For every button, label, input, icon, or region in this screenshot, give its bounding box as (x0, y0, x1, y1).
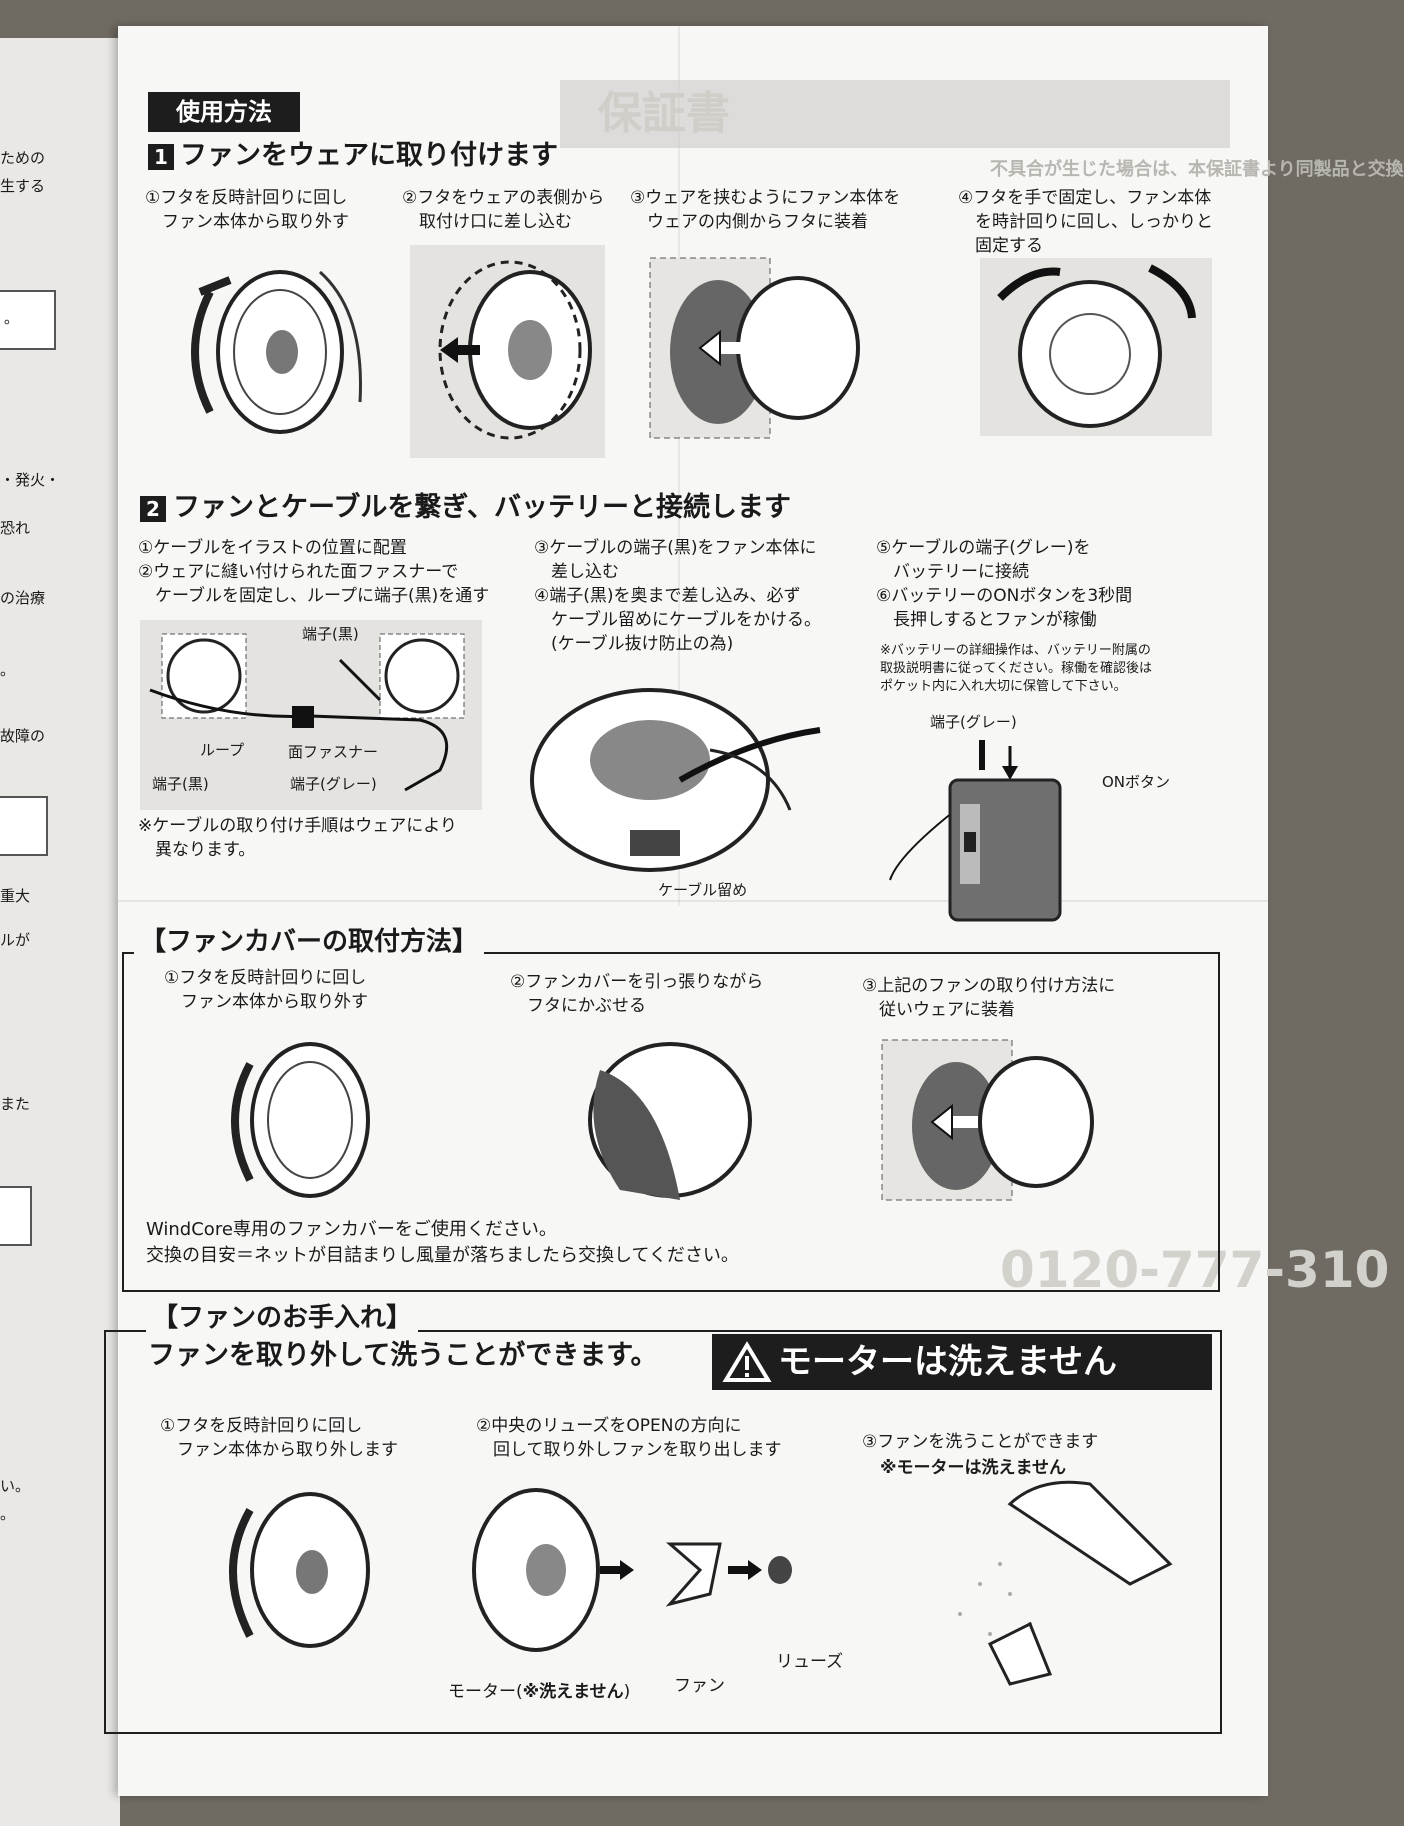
label-cable-clip: ケーブル留め (658, 881, 748, 899)
section2-title: ファンとケーブルを繋ぎ、バッテリーと接続します (173, 492, 792, 523)
left-fragment-11: また (0, 1095, 31, 1113)
fan-cover-title: 【ファンカバーの取付方法】 (134, 926, 485, 958)
fan-care-step3: ③ファンを洗うことができます (862, 1432, 1099, 1452)
illus-cover-remove-lid (231, 1042, 370, 1198)
section1-step3: ③ウェアを挟むようにファン本体を ウェアの内側からフタに装着 (630, 188, 901, 232)
left-fragment-4: ・発火・ (0, 471, 61, 489)
left-fragment-1: ための (0, 149, 46, 167)
left-fragment-3: 。 (4, 309, 20, 327)
left-fragment-8: 故障の (0, 727, 46, 745)
fan-cover-note1: WindCore専用のファンカバーをご使用ください。 (146, 1219, 557, 1240)
fan-cover-step2: ②ファンカバーを引っ張りながら フタにかぶせる (510, 972, 764, 1016)
bleed-through-phone: 0120-777-310 (1000, 1241, 1390, 1299)
fan-care-step3-note: ※モーターは洗えません (880, 1458, 1067, 1478)
section1-step2: ②フタをウェアの表側から 取付け口に差し込む (402, 188, 605, 232)
fold-line-vertical (678, 26, 680, 906)
section2-col3: ⑤ケーブルの端子(グレー)を バッテリーに接続 ⑥バッテリーのONボタンを3秒間… (876, 538, 1133, 630)
section2-col2: ③ケーブルの端子(黒)をファン本体に 差し込む ④端子(黒)を奥まで差し込み、必… (534, 538, 821, 654)
label-fan: ファン (674, 1676, 725, 1696)
fan-cover-step3: ③上記のファンの取り付け方法に 従いウェアに装着 (862, 976, 1116, 1020)
left-fragment-6: の治療 (0, 589, 46, 607)
section1-number: 1 (148, 144, 174, 170)
fan-cover-note2: 交換の目安＝ネットが目詰まりし風量が落ちましたら交換してください。 (146, 1245, 739, 1266)
bleed-through-warranty-title: 保証書 (598, 88, 730, 139)
illus-battery (889, 740, 1062, 922)
fan-care-subtitle: ファンを取り外して洗うことができます。 (148, 1340, 658, 1371)
left-fragment-2: 生する (0, 177, 46, 195)
illus-remove-lid (191, 270, 362, 434)
label-motor-close: ) (623, 1682, 631, 1702)
label-terminal-black-bottom: 端子(黒) (152, 775, 209, 793)
illus-attach-fan (649, 257, 860, 439)
fan-cover-step1: ①フタを反時計回りに回し ファン本体から取り外す (164, 968, 368, 1012)
cable-note: ※ケーブルの取り付け手順はウェアにより 異なります。 (138, 816, 457, 860)
left-box: 。 (0, 290, 56, 350)
fold-line-horizontal (118, 900, 1268, 902)
illus-insert-lid (410, 245, 605, 458)
left-fragment-5: 恐れ (0, 519, 31, 537)
illus-cover-net (588, 1042, 752, 1200)
left-fragment-12: い。 (0, 1477, 31, 1495)
section1-step1: ①フタを反時計回りに回し ファン本体から取り外す (145, 188, 349, 232)
left-fragment-13: 。 (0, 1505, 16, 1523)
illus-care-remove-lid (229, 1492, 370, 1648)
label-motor-text: モーター( (448, 1682, 523, 1702)
section1-title: ファンをウェアに取り付けます (180, 140, 558, 171)
label-terminal-black-top: 端子(黒) (302, 625, 359, 643)
left-box-2 (0, 796, 48, 856)
motor-warning-bar: モーターは洗えません (712, 1334, 1212, 1390)
bleed-through-warranty-line: 不具合が生じた場合は、本保証書より同製品と交換 (990, 159, 1404, 180)
illus-wash-fan (958, 1480, 1173, 1686)
label-velcro: 面ファスナー (288, 743, 379, 761)
label-on-button: ONボタン (1102, 773, 1171, 791)
battery-note: ※バッテリーの詳細操作は、バッテリー附属の 取扱説明書に従ってください。稼働を確… (880, 643, 1152, 694)
label-crown: リューズ (776, 1652, 844, 1672)
illus-fix-fan (980, 258, 1212, 436)
label-loop: ループ (200, 741, 245, 759)
left-box-3 (0, 1186, 32, 1246)
illus-disassembly (472, 1488, 792, 1652)
motor-warning-text: モーターは洗えません (778, 1342, 1117, 1382)
left-fragment-10: ルが (0, 931, 31, 949)
fan-care-step2: ②中央のリューズをOPENの方向に 回して取り外しファンを取り出します (476, 1416, 782, 1460)
illus-fan-cable (530, 688, 821, 872)
illus-cover-attach (881, 1039, 1094, 1201)
label-battery-terminal: 端子(グレー) (930, 713, 1017, 731)
section1-step4: ④フタを手で固定し、ファン本体 を時計回りに回し、しっかりと 固定する (958, 188, 1213, 256)
label-motor: モーター(※洗えません) (448, 1680, 630, 1704)
bleed-through-header-bar (560, 80, 1230, 148)
fan-cover-box (122, 952, 1220, 1292)
usage-header-badge: 使用方法 (148, 92, 300, 132)
section2-number: 2 (140, 496, 166, 522)
label-motor-note: ※洗えません (522, 1682, 624, 1702)
section2-col1: ①ケーブルをイラストの位置に配置 ②ウェアに縫い付けられた面ファスナーで ケーブ… (138, 538, 490, 606)
left-fragment-7: 。 (0, 661, 16, 679)
warning-icon (722, 1341, 772, 1382)
label-terminal-gray: 端子(グレー) (290, 775, 377, 793)
fan-care-step1: ①フタを反時計回りに回し ファン本体から取り外します (160, 1416, 398, 1460)
cable-layout-diagram (140, 620, 482, 810)
fan-care-title: 【ファンのお手入れ】 (146, 1302, 419, 1334)
fan-care-box (104, 1330, 1222, 1734)
left-fragment-9: 重大 (0, 887, 31, 905)
